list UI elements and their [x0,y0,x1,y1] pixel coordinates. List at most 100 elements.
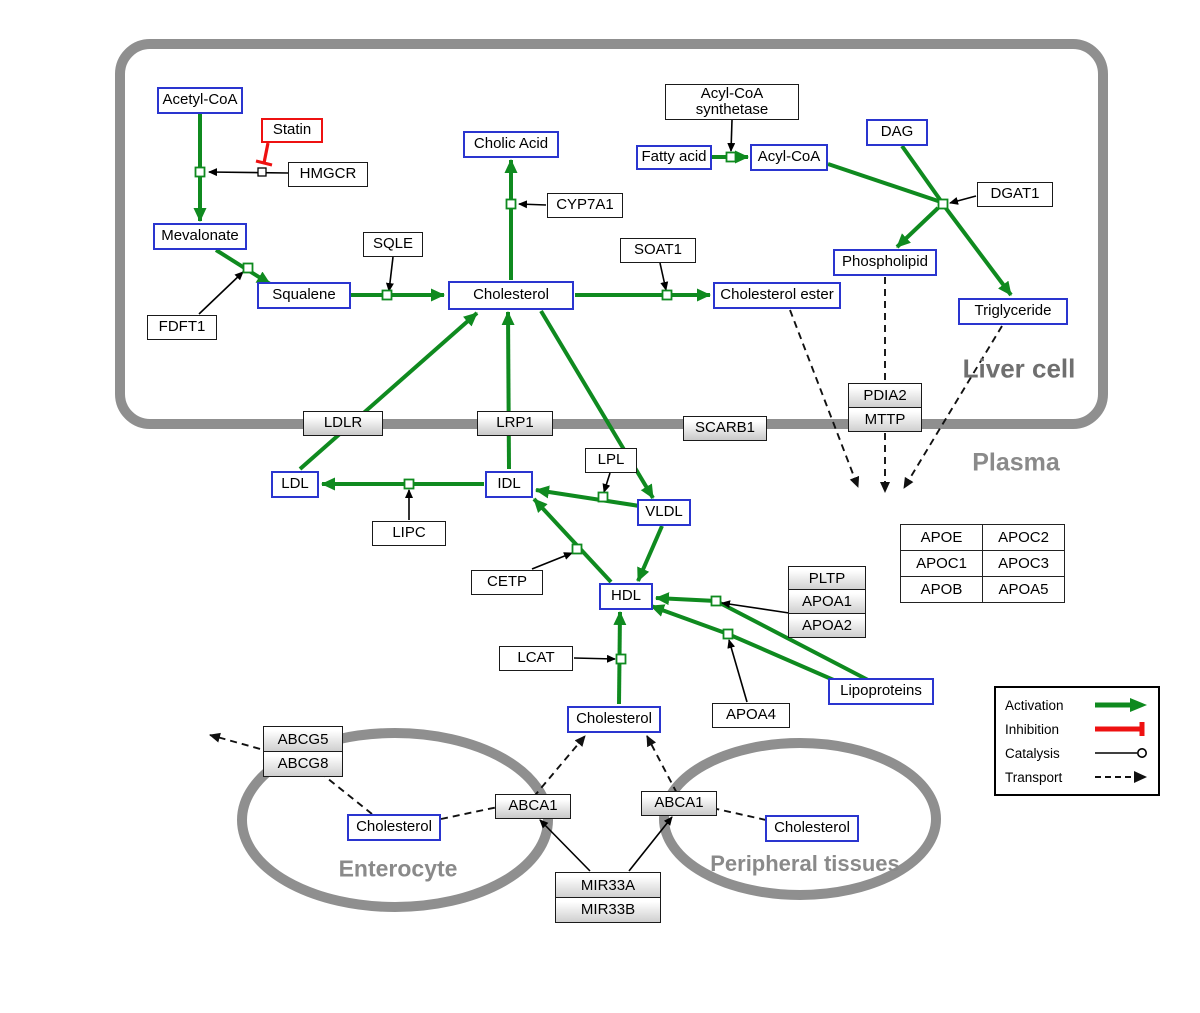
node-cholic-acid[interactable]: Cholic Acid [463,130,559,158]
node-abca1-enterocyte[interactable]: ABCA1 [495,793,571,819]
edge-hdl-to-idl [532,497,613,584]
legend-label-transport: Transport [1005,769,1063,785]
edge-catalysis-cetp [531,552,573,570]
node-abca1-peripheral[interactable]: ABCA1 [641,790,717,816]
apo-table-cell[interactable]: APOC3 [983,550,1064,576]
apo-table-cell[interactable]: APOC2 [983,524,1064,550]
node-cholesterol-ester[interactable]: Cholesterol ester [713,281,841,309]
node-acetyl-coa-liver[interactable]: Acetyl-CoA [157,86,243,114]
node-pdia2-mttp-row-0[interactable]: PDIA2 [848,383,922,408]
reaction-node [710,595,722,607]
node-lcat[interactable]: LCAT [499,645,573,671]
node-ldlr[interactable]: LDLR [303,410,383,436]
node-acyl-coa[interactable]: Acyl-CoA [750,143,828,171]
node-triglyceride[interactable]: Triglyceride [958,297,1068,325]
reaction-node [722,628,734,640]
reaction-node [597,491,609,503]
edge-catalysis-hmgcr [208,168,289,177]
legend-label-activation: Activation [1005,697,1064,713]
liver-cell-outline [115,39,1108,429]
enterocyte-label: Enterocyte [338,855,458,882]
node-pltp-apoa1-apoa2-row-0[interactable]: PLTP [788,565,866,591]
reaction-node [661,289,673,301]
edge-vldl-to-idl [535,485,647,509]
node-hdl[interactable]: HDL [599,582,653,610]
apo-table-cell[interactable]: APOA5 [983,576,1064,602]
node-soat1[interactable]: SOAT1 [620,237,696,263]
node-cholesterol-enterocyte[interactable]: Cholesterol [347,813,441,841]
node-squalene[interactable]: Squalene [257,281,351,309]
node-pltp-apoa1-apoa2-row-1[interactable]: APOA1 [788,589,866,615]
plasma-label: Plasma [972,448,1060,477]
edge-catalysis-fdft1 [198,271,244,315]
node-fatty-acid[interactable]: Fatty acid [636,144,712,170]
apo-table-cell[interactable]: APOE [901,524,982,550]
edge-catalysis-dgat1 [949,195,977,205]
edge-vldl-to-hdl [636,525,664,582]
edge-statin-inhibition-bar [255,159,273,167]
legend-symbol-activation-icon [1095,698,1147,712]
node-lipc[interactable]: LIPC [372,520,446,546]
edge-dag-to-dgat-junction [900,144,943,203]
legend-label-inhibition: Inhibition [1005,721,1060,737]
node-cetp[interactable]: CETP [471,569,543,595]
node-cholesterol-peripheral[interactable]: Cholesterol [765,814,859,842]
node-ldl[interactable]: LDL [271,470,319,498]
legend-item-activation: Activation [1005,695,1149,715]
node-apoa4[interactable]: APOA4 [712,702,790,728]
node-vldl[interactable]: VLDL [637,498,691,526]
node-fdft1[interactable]: FDFT1 [147,314,217,340]
legend-item-inhibition: Inhibition [1005,719,1149,739]
reaction-node [725,151,737,163]
node-cholesterol-plasma[interactable]: Cholesterol [567,705,661,733]
node-hmgcr[interactable]: HMGCR [288,161,368,187]
edge-cholesterol-ester-secretion [789,309,860,488]
legend-item-transport: Transport [1005,767,1149,787]
legend-symbol-inhibition-icon [1095,722,1145,736]
edge-catalysis-pltp-apoa1-apoa2 [721,600,790,614]
reaction-node [194,166,206,178]
reaction-node [505,198,517,210]
edge-cholesterol-efflux-abca1-enterocyte [440,735,586,820]
node-mir33a-mir33b-row-1[interactable]: MIR33B [555,896,661,923]
edge-idl-to-cholesterol-via-lrp1 [501,311,515,470]
node-mevalonate[interactable]: Mevalonate [153,222,247,250]
node-scarb1[interactable]: SCARB1 [683,415,767,441]
node-phospholipid[interactable]: Phospholipid [833,248,937,276]
peripheral-tissues-label: Peripheral tissues [710,851,900,876]
edge-mir33-to-abca1-peripheral [628,816,673,872]
node-statin[interactable]: Statin [261,117,323,143]
node-mir33a-mir33b-row-0[interactable]: MIR33A [555,872,661,898]
node-pdia2-mttp-row-1[interactable]: MTTP [848,406,922,432]
node-abcg5-abcg8-row-0[interactable]: ABCG5 [263,726,343,752]
node-dgat1[interactable]: DGAT1 [977,181,1053,207]
apo-table-cell[interactable]: APOC1 [901,550,982,576]
legend-symbol-catalysis-icon [1095,748,1147,758]
legend-item-catalysis: Catalysis [1005,743,1149,763]
edge-cholesterol-efflux-abcg [209,732,373,815]
reaction-node [381,289,393,301]
node-dag[interactable]: DAG [866,118,928,146]
edge-statin-inhibits-hmgcr [262,142,270,164]
node-abcg5-abcg8-row-1[interactable]: ABCG8 [263,750,343,777]
node-cholesterol-liver[interactable]: Cholesterol [448,280,574,310]
node-pltp-apoa1-apoa2-row-2[interactable]: APOA2 [788,612,866,638]
node-lrp1[interactable]: LRP1 [477,410,553,436]
node-sqle[interactable]: SQLE [363,231,423,257]
apo-table-cell[interactable]: APOB [901,576,982,602]
edge-mir33-to-abca1-enterocyte [539,819,591,872]
legend-symbol-transport-icon [1095,771,1147,783]
node-lpl[interactable]: LPL [585,447,637,473]
node-cyp7a1[interactable]: CYP7A1 [547,192,623,218]
node-lipoproteins[interactable]: Lipoproteins [828,677,934,705]
node-idl[interactable]: IDL [485,470,533,498]
